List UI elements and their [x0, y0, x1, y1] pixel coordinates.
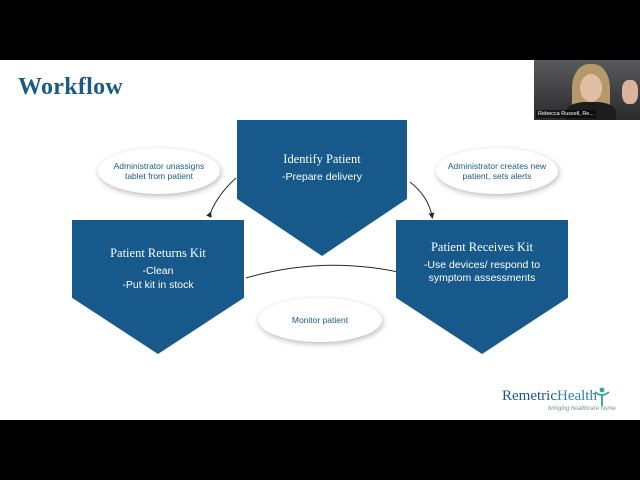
logo-name-part1: Remetric [502, 388, 557, 404]
participant-hand [622, 80, 638, 104]
logo-tagline: bringing healthcare home [548, 406, 616, 412]
step-title: Patient Receives Kit [430, 240, 534, 254]
arrow-left-to-top [206, 177, 237, 218]
bubble-unassign-tablet: Administrator unassigns tablet from pati… [98, 148, 220, 194]
participant-name-label: Rebecca Russell, Re... [536, 110, 596, 118]
bubble-monitor-patient: Monitor patient [258, 298, 382, 342]
arrow-right-to-left [245, 264, 402, 279]
remetric-health-logo: RemetricHealth bringing healthcare home [502, 387, 616, 412]
logo-name-part2: Health [556, 388, 597, 404]
step-detail: -Prepare delivery [282, 171, 362, 183]
bubble-create-patient: Administrator creates new patient, sets … [436, 148, 558, 194]
step-detail: symptom assessments [428, 272, 536, 284]
cycle-arrows [206, 177, 435, 279]
step-detail: -Use devices/ respond to [423, 259, 541, 271]
presentation-slide: Workflow Administrator unassigns tablet … [0, 60, 640, 420]
participant-video-tile[interactable]: Rebecca Russell, Re... [534, 60, 640, 120]
arrow-top-to-right [409, 181, 435, 219]
step-detail: -Put kit in stock [122, 279, 194, 291]
person-with-arms-raised-icon [594, 387, 610, 406]
logo-wordmark: RemetricHealth [502, 388, 616, 405]
step-title: Patient Returns Kit [110, 246, 206, 260]
participant-face [580, 74, 602, 102]
step-detail: -Clean [142, 265, 174, 277]
slide-title: Workflow [18, 74, 124, 100]
step-title: Identify Patient [283, 152, 361, 166]
